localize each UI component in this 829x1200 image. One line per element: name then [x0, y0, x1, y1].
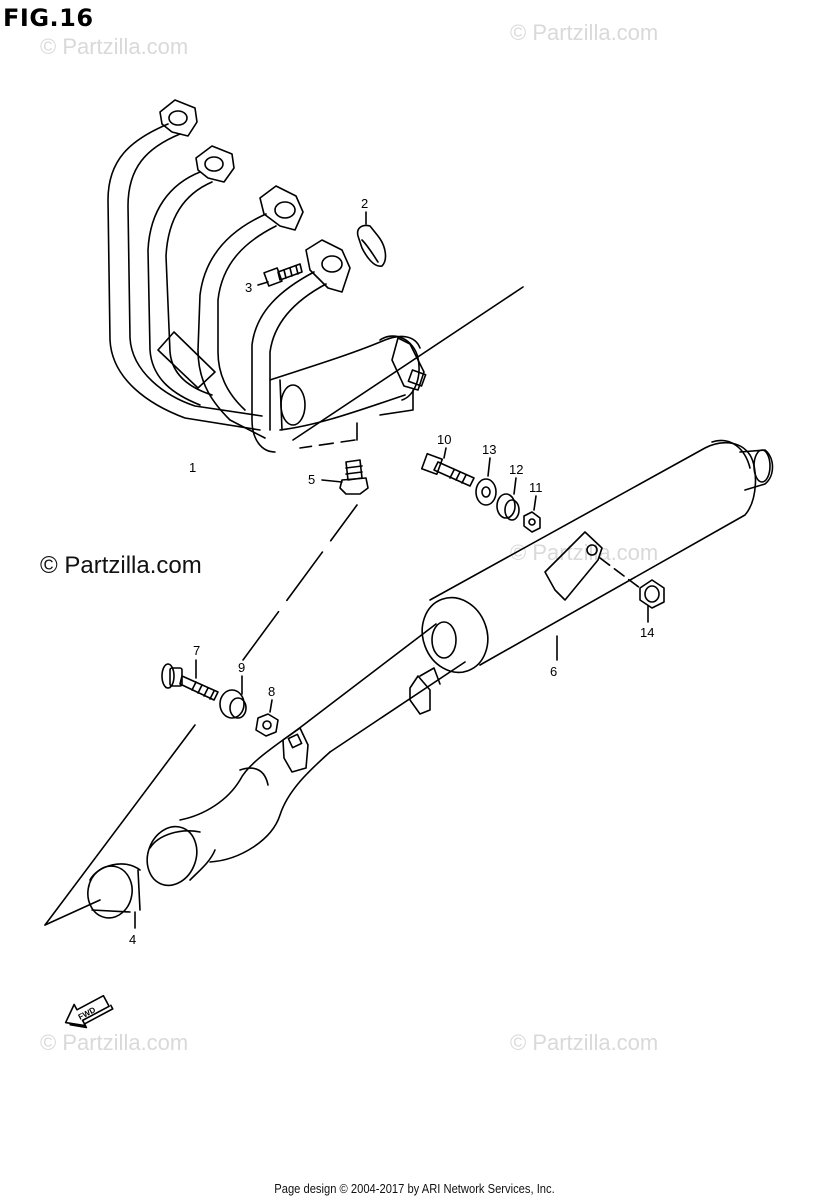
callout-8: 8 [268, 684, 275, 699]
part-3-stud-bolt [257, 263, 303, 287]
part-12-cushion [496, 477, 520, 521]
part-13-washer [475, 457, 497, 506]
callout-3: 3 [245, 280, 252, 295]
callout-2: 2 [361, 196, 368, 211]
callout-6: 6 [550, 664, 557, 679]
part-4-connector [87, 863, 141, 929]
watermark-center: © Partzilla.com [40, 552, 202, 579]
watermark-bottom-left: © Partzilla.com [40, 1030, 189, 1055]
part-11-nut [523, 495, 541, 533]
part-7-bolt [161, 659, 219, 701]
part-10-bolt [420, 447, 475, 487]
figure-title: FIG.16 [3, 4, 94, 32]
assembly-reference-lines [44, 286, 524, 926]
callout-10: 10 [437, 432, 451, 447]
part-1-exhaust-header [107, 99, 427, 453]
watermark-bottom-right: © Partzilla.com [510, 1030, 659, 1055]
callout-14: 14 [640, 625, 654, 640]
callout-13: 13 [482, 442, 496, 457]
callout-5: 5 [308, 472, 315, 487]
part-8-nut [255, 699, 279, 737]
callout-4: 4 [129, 932, 136, 947]
callout-11: 11 [529, 480, 543, 495]
part-6-muffler [146, 439, 774, 887]
page-footer: Page design © 2004-2017 by ARI Network S… [274, 1181, 555, 1196]
part-14-flange-nut [599, 557, 665, 623]
callout-12: 12 [509, 462, 523, 477]
part-2-gasket [356, 211, 387, 267]
callout-9: 9 [238, 660, 245, 675]
watermark-mid-right: © Partzilla.com [510, 540, 659, 565]
callout-1: 1 [189, 460, 196, 475]
watermark-top-left: © Partzilla.com [40, 34, 189, 59]
fwd-arrow-icon [64, 994, 114, 1029]
watermark-top-right: © Partzilla.com [510, 20, 659, 45]
part-9-spacer [219, 675, 247, 719]
part-5-bolt [321, 459, 369, 495]
callout-7: 7 [193, 643, 200, 658]
